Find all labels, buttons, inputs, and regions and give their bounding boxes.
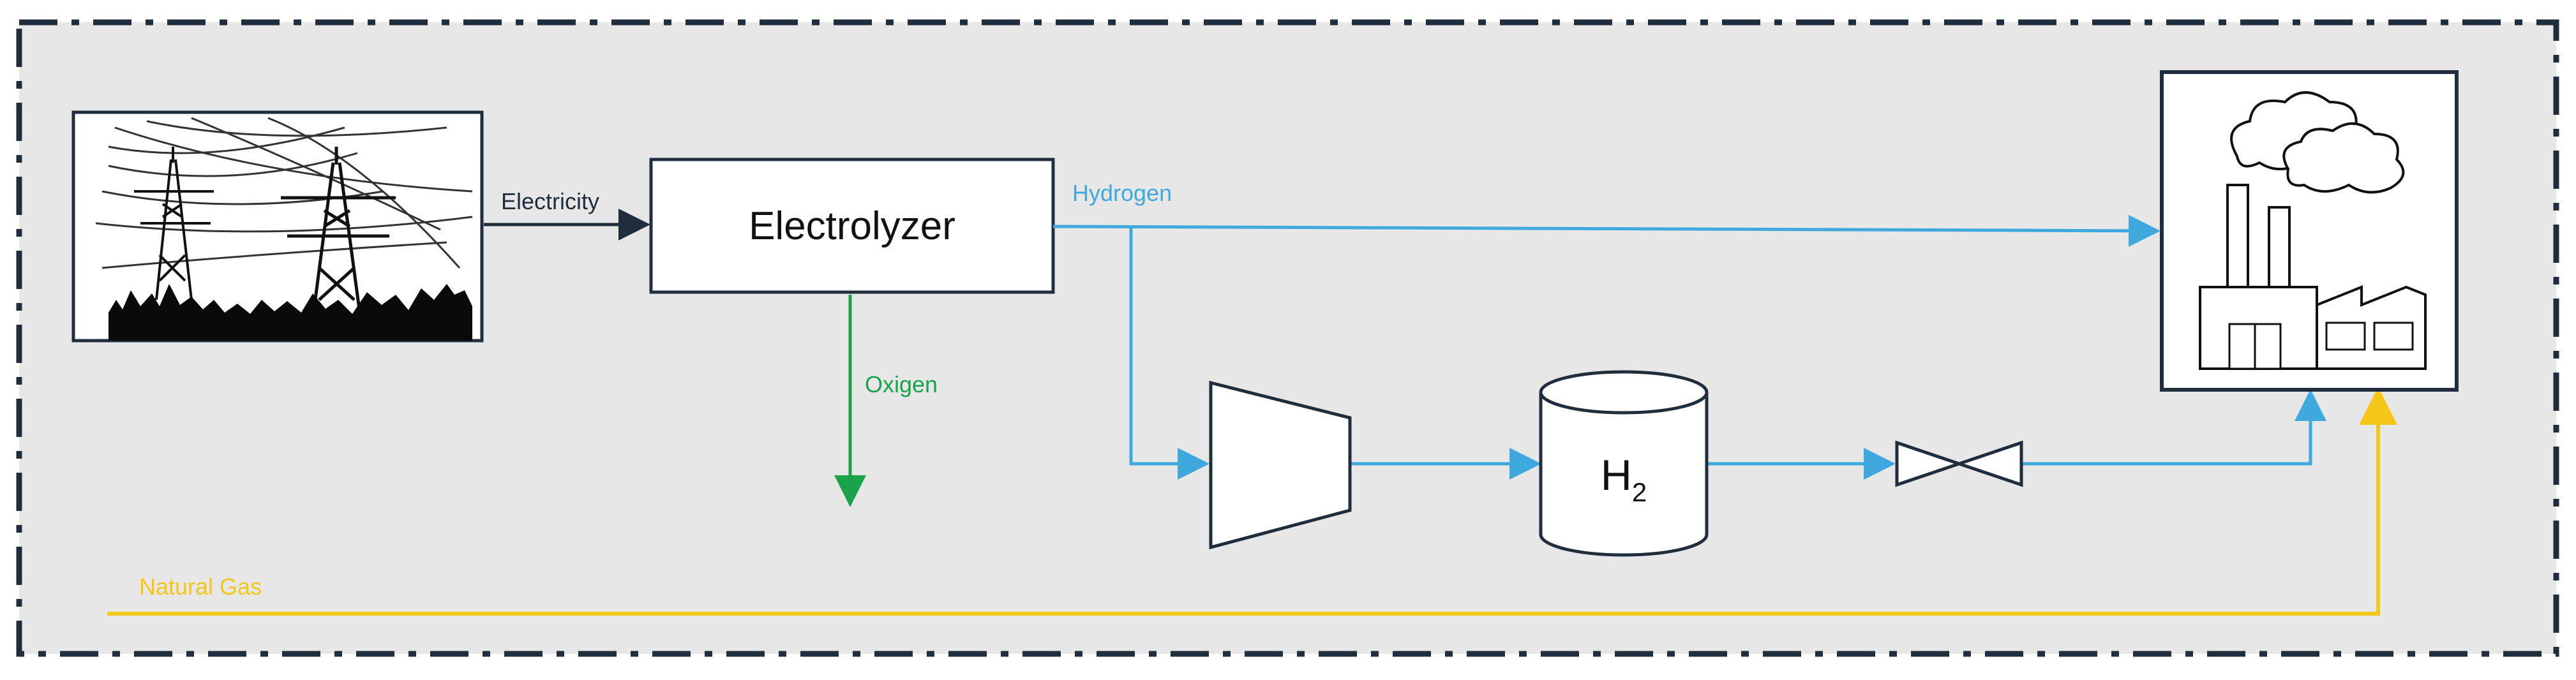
hydrogen-tank: H2 [1539, 370, 1709, 557]
electricity-label: Electricity [501, 188, 599, 214]
electrolyzer-block: Electrolyzer [649, 158, 1055, 294]
tank-label-sub: 2 [1632, 477, 1647, 507]
natural-gas-flow: Natural Gas [107, 387, 2397, 616]
electrolyzer-label: Electrolyzer [749, 204, 955, 248]
oxygen-flow: Oxigen [834, 295, 938, 507]
power-grid-icon [71, 110, 484, 343]
electricity-flow: Electricity [484, 188, 650, 240]
tank-label: H2 [1601, 451, 1647, 507]
compressor-icon [1209, 380, 1352, 550]
factory-icon [2160, 70, 2459, 392]
hydrogen-flow: Hydrogen [1052, 180, 2326, 480]
valve-icon [1895, 440, 2023, 487]
hydrogen-label: Hydrogen [1072, 180, 1172, 206]
natural-gas-label: Natural Gas [139, 573, 262, 600]
tank-label-main: H [1601, 451, 1632, 499]
oxygen-label: Oxigen [865, 371, 938, 397]
